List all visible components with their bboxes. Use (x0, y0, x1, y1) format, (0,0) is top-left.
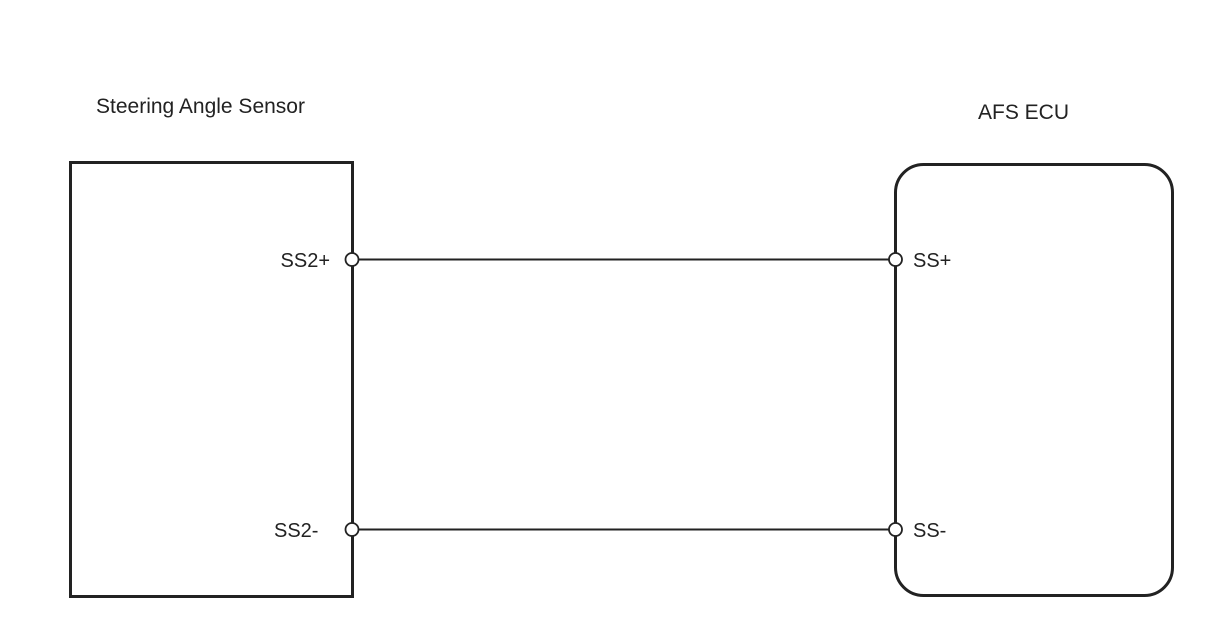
pin-label-ss2-minus: SS2- (274, 520, 318, 542)
pin-label-ss-plus: SS+ (913, 250, 951, 272)
ecu-box (894, 163, 1174, 597)
sensor-box (69, 161, 354, 598)
terminal-ss-plus (888, 252, 903, 267)
pin-label-ss2-plus: SS2+ (281, 250, 330, 272)
terminal-ss-minus (888, 522, 903, 537)
terminal-ss2-minus (344, 522, 360, 537)
terminal-ss2-plus (344, 252, 360, 267)
sensor-title: Steering Angle Sensor (96, 95, 305, 118)
ecu-title: AFS ECU (978, 101, 1069, 124)
pin-label-ss-minus: SS- (913, 520, 946, 542)
